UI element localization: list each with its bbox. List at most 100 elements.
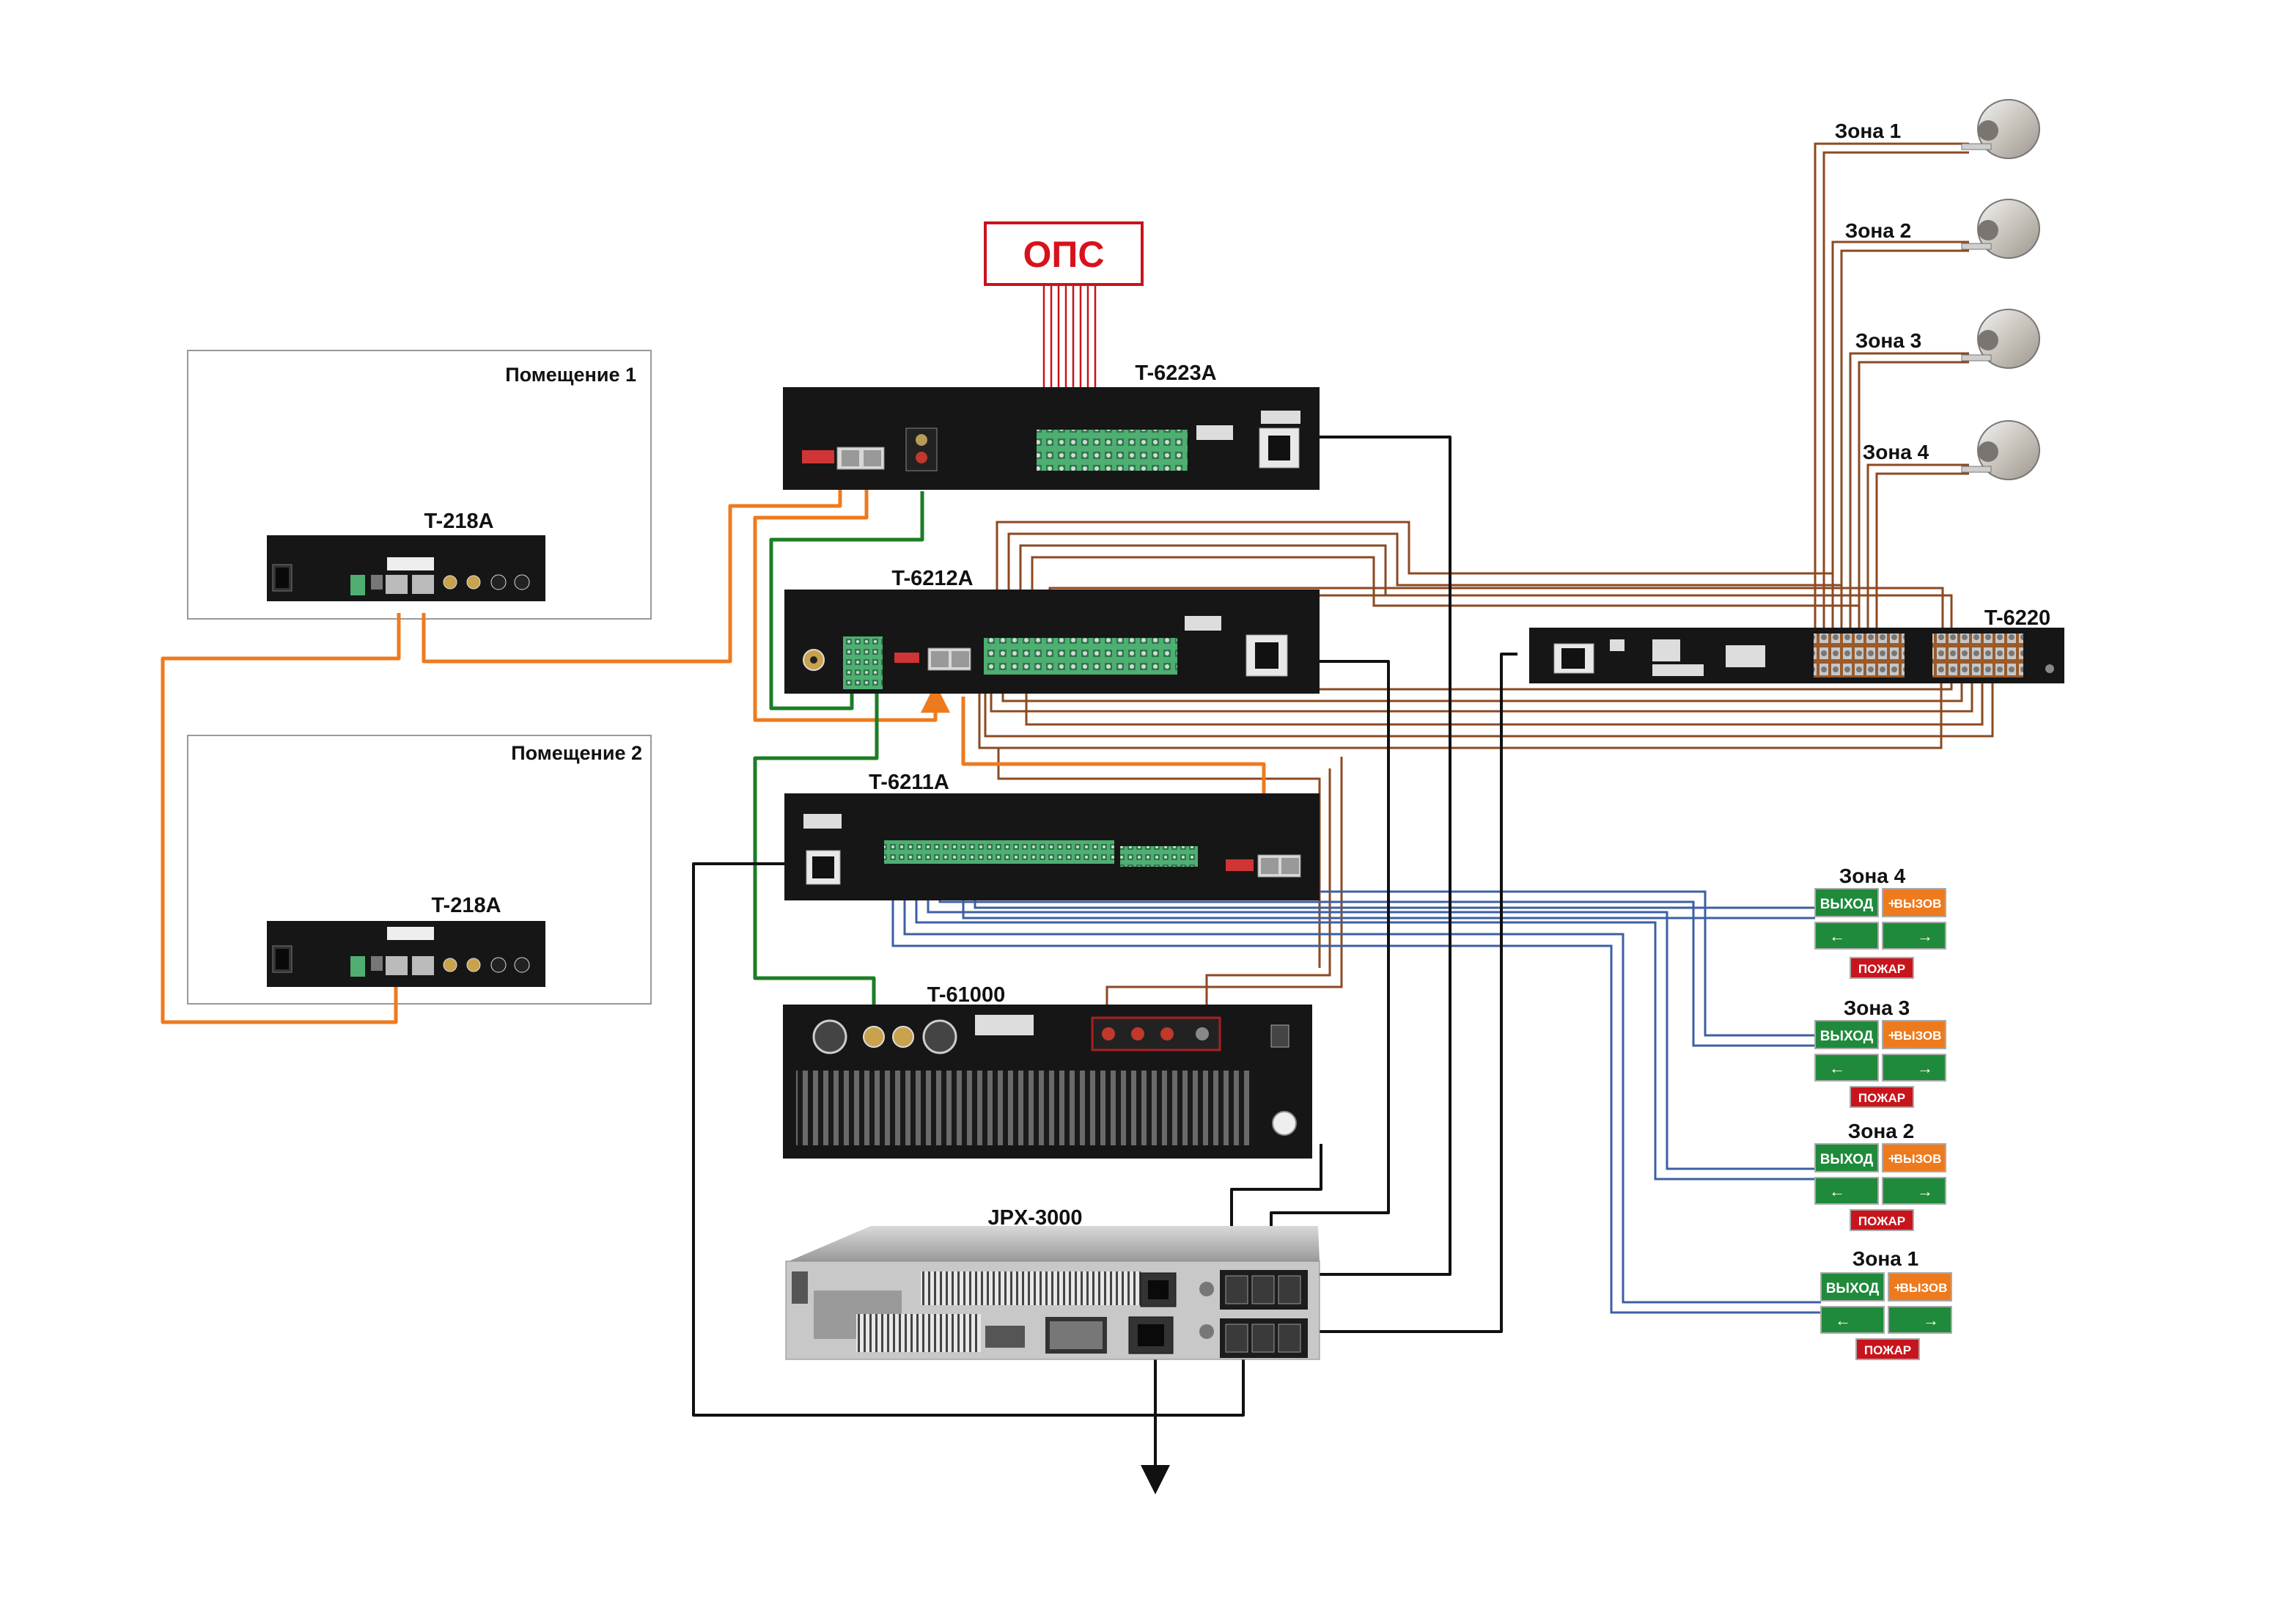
exit-sign-text: ВЫХОД: [1826, 1281, 1880, 1296]
router-com-port-b[interactable]: [952, 651, 969, 667]
paging-power-inlet[interactable]: [812, 856, 834, 878]
controller-com-port-a[interactable]: [842, 450, 859, 466]
exit-left-sign: [1814, 1177, 1879, 1205]
amplifier-power-cord[interactable]: [1272, 1111, 1297, 1136]
call-sign-text: ВЫЗОВ: [1894, 897, 1942, 911]
plus-icon: +: [1888, 896, 1896, 911]
sign-group-zone-1: Зона 1 ВЫХОД ВЫЗОВ + ← → ПОЖАР: [1820, 1247, 1952, 1360]
ups-input-inlet[interactable]: [1138, 1324, 1164, 1346]
room-1-rj45-a[interactable]: [386, 575, 408, 594]
plus-icon: +: [1888, 1028, 1896, 1043]
exit-sign: [1820, 1272, 1885, 1302]
arrow-right-icon: →: [1917, 1182, 1933, 1200]
exit-left-sign: [1814, 1054, 1879, 1082]
room-2-panel: T-218A: [267, 894, 545, 987]
amplifier-label: T-61000: [927, 983, 1005, 1007]
amplifier-xlr-input[interactable]: [812, 1019, 847, 1054]
ups-outlet-6[interactable]: [1278, 1324, 1301, 1353]
exit-sign-text: ВЫХОД: [1820, 1029, 1874, 1044]
room-1: Помещение 1: [187, 350, 652, 620]
amplifier-link-output[interactable]: [922, 1019, 957, 1054]
ups-unit: JPX-3000: [785, 1206, 1320, 1360]
ups-outlet-4[interactable]: [1225, 1324, 1248, 1353]
call-sign-text: ВЫЗОВ: [1894, 1029, 1942, 1043]
amplifier-output-com[interactable]: [1196, 1027, 1209, 1040]
room-2-label: Помещение 2: [511, 742, 642, 764]
ups-outlet-5[interactable]: [1251, 1324, 1275, 1353]
room-2-rj45-b[interactable]: [412, 956, 434, 975]
call-sign-text: ВЫЗОВ: [1894, 1152, 1942, 1166]
amplifier-jack-input[interactable]: [863, 1026, 885, 1048]
exit-sign: [1814, 1020, 1879, 1049]
speaker-zone-2: Зона 2: [1845, 199, 2040, 259]
router-aux-terminals[interactable]: [843, 636, 883, 689]
amplifier-output-100v[interactable]: [1102, 1027, 1115, 1040]
sign-zone-1-label: Зона 1: [1852, 1247, 1918, 1270]
arrow-left-icon: ←: [1835, 1311, 1851, 1329]
controller-unit: T-6223A: [783, 361, 1320, 490]
call-sign: [1882, 888, 1946, 917]
ups-outlet-2[interactable]: [1251, 1275, 1275, 1304]
router-com-port-a[interactable]: [931, 651, 949, 667]
paging-alarm-terminals[interactable]: [1120, 846, 1198, 867]
ups-label: JPX-3000: [988, 1206, 1083, 1230]
paging-output-terminals[interactable]: [884, 840, 1114, 864]
paging-com-port-b[interactable]: [1281, 858, 1299, 874]
ups-outlet-3[interactable]: [1278, 1275, 1301, 1304]
ops-box: ОПС: [984, 221, 1144, 286]
arrow-left-icon: ←: [1829, 1182, 1845, 1200]
ops-frame: [984, 221, 1144, 286]
plus-icon: +: [1888, 1151, 1896, 1166]
exit-left-sign: [1814, 922, 1879, 950]
horn-speaker-icon: [1961, 309, 2040, 369]
speaker-zone-3: Зона 3: [1855, 309, 2040, 369]
speaker-zone-2-label: Зона 2: [1845, 219, 1911, 242]
zone-selector-power-inlet[interactable]: [1561, 648, 1585, 669]
sign-group-zone-2: Зона 2 ВЫХОД ВЫЗОВ + ← → ПОЖАР: [1814, 1120, 1946, 1231]
paging-com-port-a[interactable]: [1261, 858, 1278, 874]
zone-selector-output-terminals[interactable]: [1814, 634, 1905, 678]
paging-unit: T-6211A: [784, 771, 1320, 900]
controller-com-port-b[interactable]: [864, 450, 881, 466]
aux-link-wires: [753, 491, 924, 1035]
ups-outlet-1[interactable]: [1225, 1275, 1248, 1304]
room-2-rj45-a[interactable]: [386, 956, 408, 975]
exit-left-sign: [1820, 1306, 1885, 1334]
room-2: Помещение 2: [187, 735, 652, 1005]
fire-sign: [1850, 957, 1914, 979]
horn-speaker-icon: [1961, 199, 2040, 259]
arrow-left-icon: ←: [1829, 927, 1845, 945]
sign-group-zone-3: Зона 3 ВЫХОД ВЫЗОВ + ← → ПОЖАР: [1814, 996, 1946, 1108]
speaker-drop-wires: [1814, 142, 1969, 638]
room-2-panel-label: T-218A: [431, 894, 501, 917]
arrow-right-icon: →: [1917, 1059, 1933, 1077]
call-sign: [1888, 1272, 1952, 1302]
paging-label: T-6211A: [869, 771, 949, 794]
call-sign-text: ВЫЗОВ: [1900, 1281, 1948, 1295]
fire-sign: [1850, 1086, 1914, 1108]
fire-sign-text: ПОЖАР: [1858, 1214, 1905, 1228]
zone-selector-label: T-6220: [1984, 606, 2050, 630]
exit-right-sign: [1882, 922, 1946, 950]
room-1-label: Помещение 1: [505, 364, 636, 386]
room-1-rj45-b[interactable]: [412, 575, 434, 594]
amplifier-output-70v[interactable]: [1131, 1027, 1144, 1040]
controller-power-inlet[interactable]: [1268, 436, 1290, 460]
exit-sign: [1814, 1143, 1879, 1172]
zone-selector-input-terminals[interactable]: [1932, 634, 2023, 678]
sign-group-zone-4: Зона 4 ВЫХОД ВЫЗОВ + ← → ПОЖАР: [1814, 864, 1946, 979]
router-zone-terminals[interactable]: [984, 638, 1177, 675]
controller-input-terminals[interactable]: [1037, 430, 1188, 471]
arrow-right-icon: →: [1923, 1311, 1939, 1329]
fire-sign: [1855, 1338, 1920, 1360]
controller-label: T-6223A: [1135, 361, 1216, 385]
exit-right-sign: [1882, 1177, 1946, 1205]
speaker-zone-4-label: Зона 4: [1863, 441, 1929, 463]
sign-zone-2-label: Зона 2: [1848, 1120, 1914, 1142]
router-power-inlet[interactable]: [1255, 642, 1278, 669]
exit-right-sign: [1888, 1306, 1952, 1334]
amplifier-output-4-16[interactable]: [1160, 1027, 1174, 1040]
sign-zone-3-label: Зона 3: [1844, 996, 1910, 1019]
exit-sign-text: ВЫХОД: [1820, 1152, 1874, 1167]
